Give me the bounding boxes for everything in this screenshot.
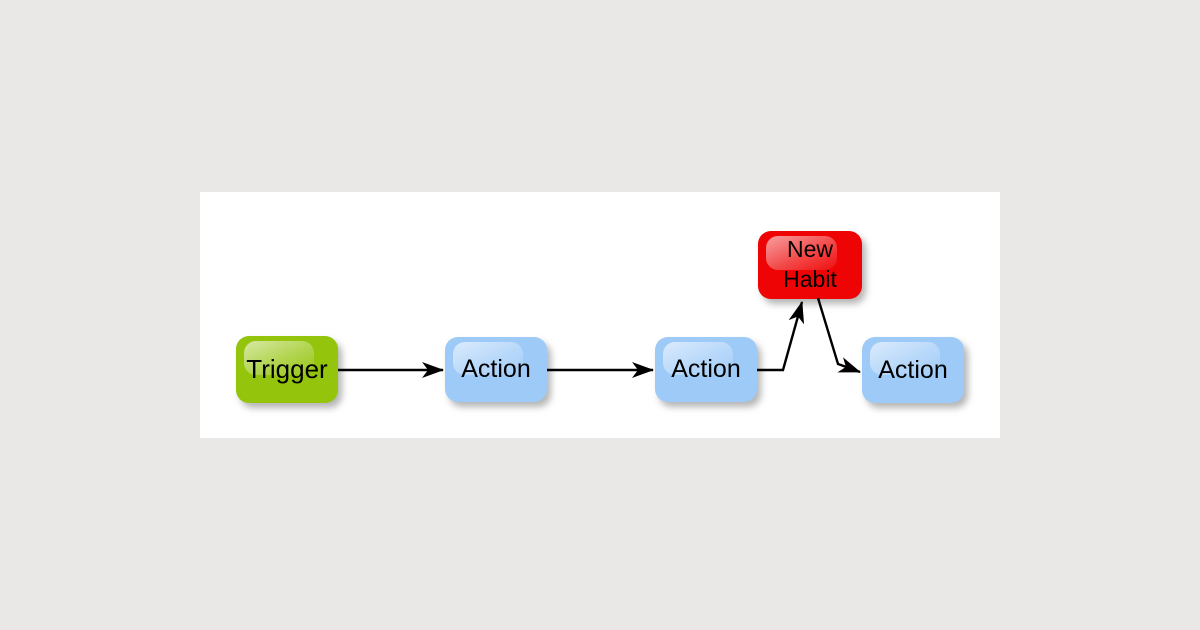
arrow-action-2-to-new-habit [757,301,805,372]
node-action-3-label: Action [878,355,948,384]
node-trigger-label: Trigger [246,354,328,384]
diagram-canvas: Trigger Action Action New Habit Action [200,192,1000,438]
node-action-1-label: Action [461,355,531,383]
node-action-2: Action [655,337,757,402]
node-trigger: Trigger [236,336,338,403]
arrow-new-habit-to-action-3 [816,297,861,374]
node-action-1: Action [445,337,547,402]
node-new-habit-label-line1: New [786,236,833,263]
node-action-3: Action [862,337,964,403]
node-new-habit: New Habit [758,231,862,299]
node-new-habit-label-line2: Habit [783,266,837,292]
node-action-2-label: Action [671,355,741,383]
